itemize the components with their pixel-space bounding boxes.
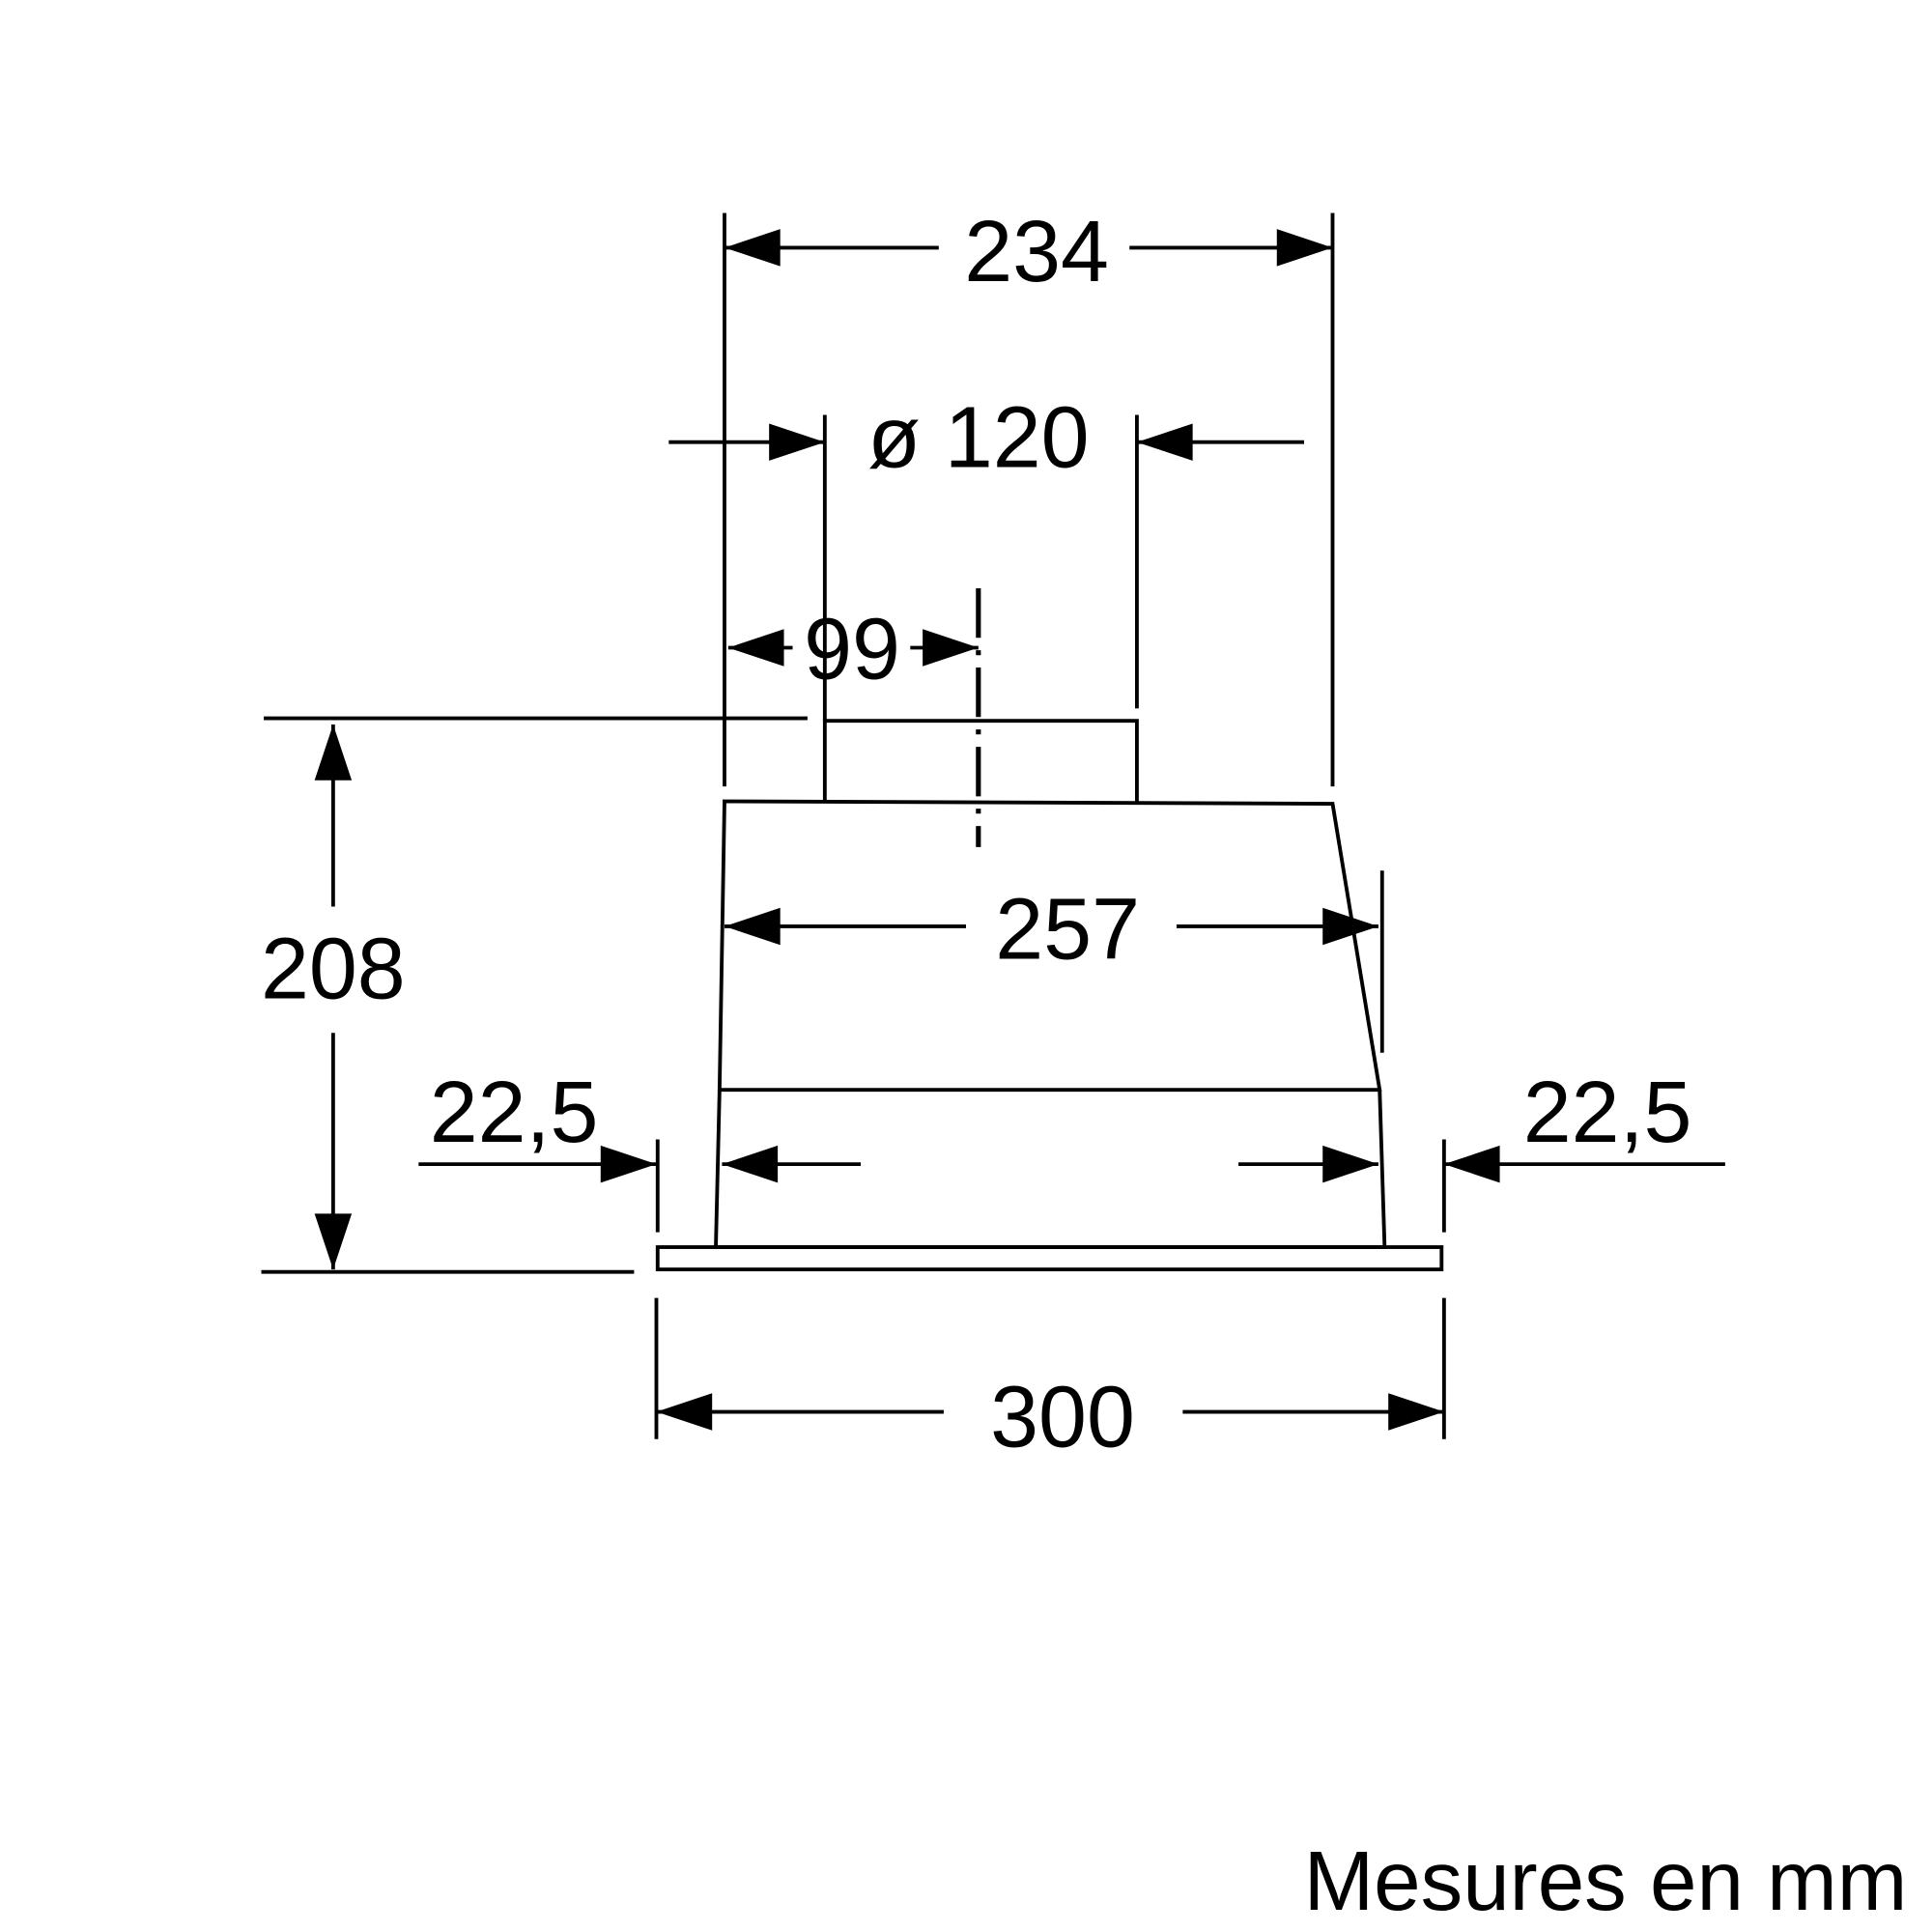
arrowhead: [769, 423, 825, 461]
arrowhead: [724, 229, 781, 267]
arrowhead: [1136, 423, 1193, 461]
dim-right-margin: 22,5: [1523, 1065, 1692, 1161]
arrowhead: [600, 1145, 657, 1183]
arrowhead: [656, 1393, 713, 1431]
dim-body-width: 257: [995, 881, 1140, 978]
arrowhead: [314, 724, 353, 781]
units-note: Mesures en mm: [1304, 1834, 1908, 1928]
arrowhead: [1388, 1393, 1444, 1431]
dim-top-width: 234: [964, 204, 1109, 300]
dim-height: 208: [261, 921, 406, 1017]
arrowheads: [314, 229, 1500, 1431]
arrowhead: [923, 629, 979, 667]
arrowhead: [724, 907, 781, 946]
dim-duct-diameter: ø 120: [867, 389, 1089, 486]
dim-duct-offset: 99: [804, 602, 900, 698]
arrowhead: [1322, 1145, 1378, 1183]
dim-total-width: 300: [990, 1369, 1135, 1465]
dim-left-margin: 22,5: [430, 1065, 599, 1161]
drawing-lines: [261, 213, 1725, 1439]
arrowhead: [727, 629, 784, 667]
arrowhead: [1322, 907, 1378, 946]
arrowhead: [1276, 229, 1333, 267]
arrowhead: [1443, 1145, 1500, 1183]
arrowhead: [722, 1145, 779, 1183]
arrowhead: [314, 1213, 353, 1270]
